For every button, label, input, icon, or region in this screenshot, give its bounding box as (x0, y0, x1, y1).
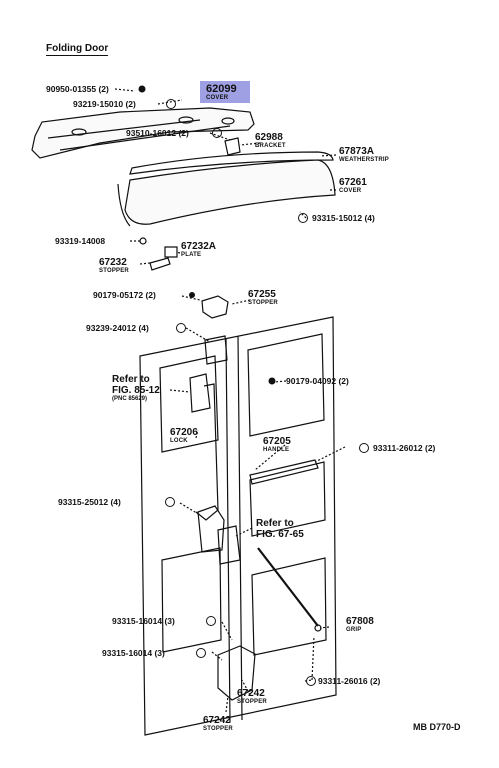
fastener-93311-26016[interactable]: 93311-26016 (2) (318, 676, 381, 686)
fastener-90950-01355[interactable]: 90950-01355 (2) (46, 84, 109, 94)
figure-code: MB D770-D (413, 722, 461, 732)
highlighted-part-box[interactable] (200, 81, 250, 103)
reference-fig-85-12[interactable]: Refer to FIG. 85-12 (PNC 85629) (112, 374, 160, 402)
fastener-90179-04092[interactable]: 90179-04092 (2) (286, 376, 349, 386)
highlighted-part-name: COVER (206, 95, 229, 101)
fastener-93319-14008[interactable]: 93319-14008 (55, 236, 106, 246)
highlighted-part-number: 62099 (206, 83, 237, 95)
fastener-93315-16014-upper[interactable]: 93315-16014 (3) (112, 616, 175, 626)
diagram-title: Folding Door (46, 43, 109, 56)
cover-hole-3 (221, 117, 235, 125)
fastener-93315-15012[interactable]: 93315-15012 (4) (312, 213, 375, 223)
stopper-shape (149, 257, 171, 271)
fastener-93315-16014-lower[interactable]: 93315-16014 (3) (102, 648, 165, 658)
fastener-93315-25012[interactable]: 93315-25012 (4) (58, 497, 121, 507)
cover-hole-2 (178, 116, 194, 124)
fastener-90179-05172[interactable]: 90179-05172 (2) (93, 290, 156, 300)
reference-fig-67-65[interactable]: Refer to FIG. 67-65 (256, 518, 304, 540)
cover-hole-1 (71, 128, 87, 136)
fastener-93219-15010[interactable]: 93219-15010 (2) (73, 99, 136, 109)
fastener-93311-26012[interactable]: 93311-26012 (2) (373, 443, 436, 453)
fastener-93510-16012[interactable]: 93510-16012 (2) (126, 128, 189, 138)
fastener-93239-24012[interactable]: 93239-24012 (4) (86, 323, 149, 333)
plate-shape (164, 246, 178, 258)
highlighted-part-label[interactable]: 62099 COVER (206, 84, 237, 102)
stopper-67255-shape (201, 295, 229, 319)
